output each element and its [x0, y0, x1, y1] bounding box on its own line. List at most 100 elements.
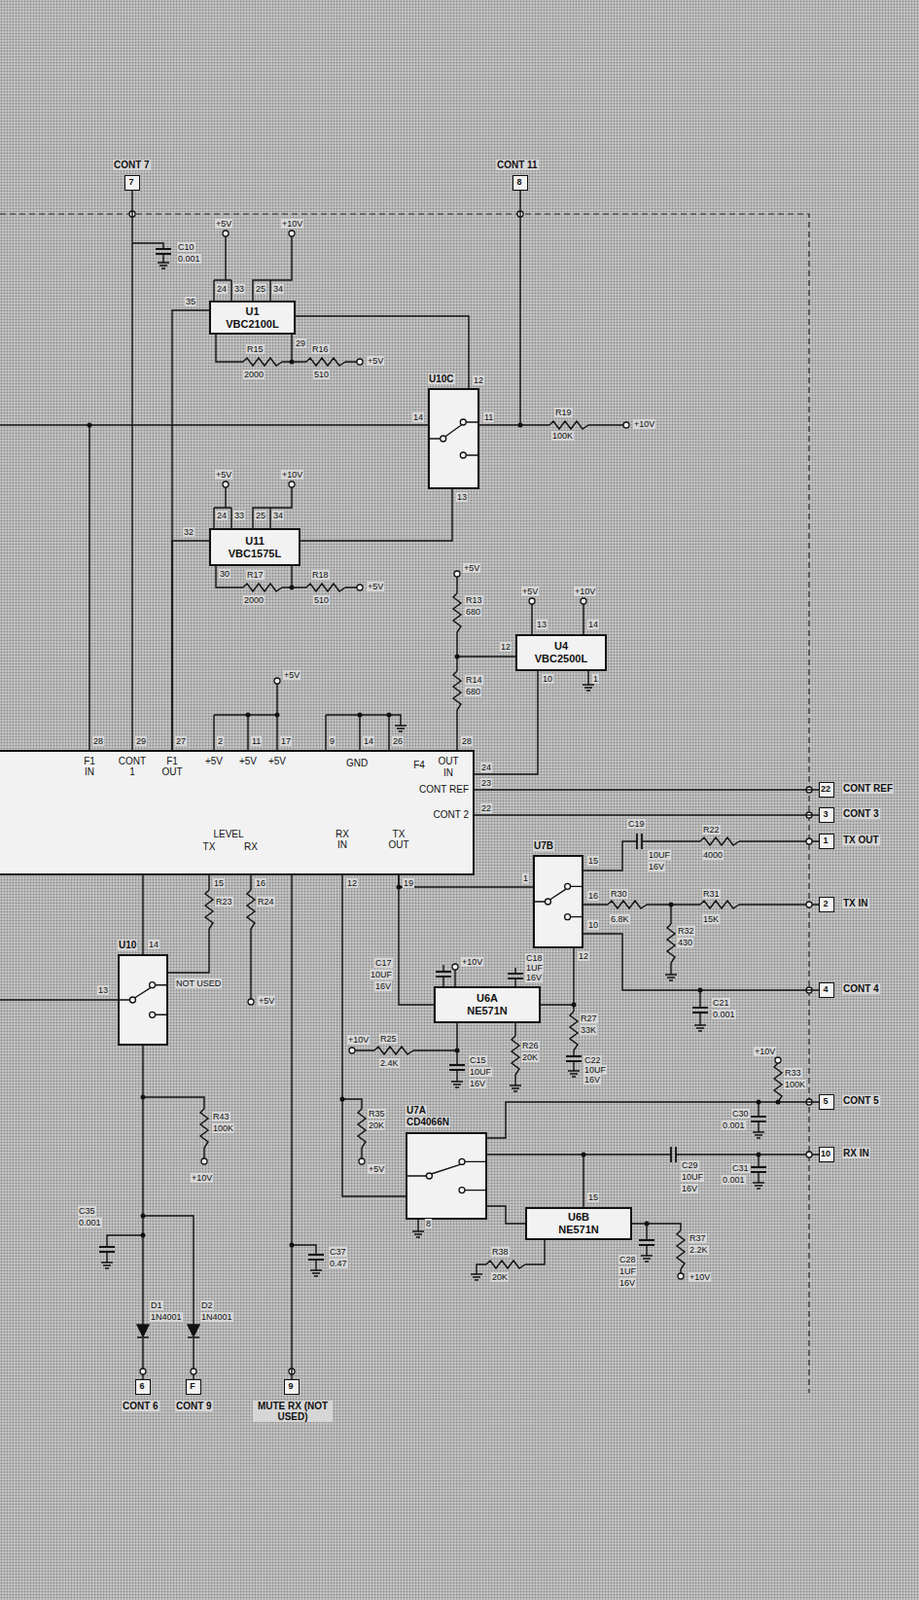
component-label: 16	[587, 890, 600, 901]
node-text: VBC1575L	[228, 547, 282, 561]
component-label: +10V	[633, 419, 656, 429]
component-label: +5V	[282, 670, 301, 680]
component-label: 100K	[212, 1123, 235, 1133]
node-text: F1 OUT	[157, 755, 187, 778]
schematic-symbol	[289, 359, 295, 365]
schematic-symbol	[157, 258, 170, 269]
switch-symbol	[119, 955, 167, 1044]
schematic-symbol	[357, 1108, 366, 1148]
schematic-symbol	[454, 570, 460, 577]
component-label: +5V	[366, 581, 385, 592]
component-label: 34	[272, 510, 284, 521]
node-text: CD4066N	[405, 1116, 451, 1128]
node-text: CONT 5	[842, 1095, 881, 1106]
component-label: 24	[215, 283, 228, 294]
component-label: 11	[250, 736, 262, 746]
schematic-symbol	[581, 1152, 587, 1158]
switch-contact	[129, 996, 136, 1003]
schematic-symbol	[274, 677, 281, 684]
schematic-symbol	[569, 1011, 578, 1051]
component-label: C30	[731, 1108, 750, 1119]
node-text: 4	[818, 982, 833, 996]
component-label: R23	[214, 896, 234, 907]
schematic-symbol	[310, 1266, 322, 1276]
schematic-symbol	[222, 230, 229, 237]
component-label: 20K	[367, 1120, 386, 1131]
component-label: 15	[587, 855, 600, 866]
component-label: +5V	[462, 563, 481, 573]
component-label: 11	[483, 412, 495, 423]
component-label: 33	[233, 283, 246, 294]
wire-connector	[398, 875, 533, 887]
switch-contact	[459, 419, 466, 425]
schematic-symbol	[288, 481, 295, 488]
node-text: TX OUT	[842, 834, 881, 846]
component-label: 12	[472, 375, 485, 386]
wire-connector	[474, 671, 538, 775]
node-text: CONT 2	[388, 809, 469, 820]
schematic-symbol	[394, 721, 407, 732]
schematic-symbol	[455, 654, 460, 660]
analog-switch: U7ACD4066N	[405, 1131, 488, 1220]
schematic-symbol	[756, 1152, 762, 1158]
schematic-symbol	[665, 970, 677, 981]
schematic-symbol	[774, 1062, 782, 1102]
component-label: R13	[464, 595, 484, 605]
node-text: CONT 7	[112, 159, 151, 171]
node-text: RX	[239, 841, 263, 852]
node-text: +5V	[265, 755, 289, 767]
connector-pin: 22CONT REF	[818, 781, 835, 798]
component-label: 34	[272, 283, 284, 294]
node-text: LEVEL	[199, 828, 258, 840]
component-label: C37	[328, 1246, 348, 1257]
schematic-symbol	[511, 1035, 520, 1075]
switch-contact	[544, 898, 551, 905]
schematic-symbol	[387, 712, 392, 718]
component-label: 6.8K	[609, 914, 631, 924]
switch-contact	[459, 1187, 465, 1194]
component-label: 1	[592, 673, 600, 684]
component-label: 12	[346, 878, 358, 888]
component-label: 17	[280, 736, 292, 746]
component-label: C10	[176, 242, 196, 252]
schematic-symbol	[750, 1116, 767, 1122]
component-label: 10UF	[583, 1064, 607, 1075]
schematic-symbol	[806, 838, 813, 845]
wire-connector	[479, 190, 521, 425]
schematic-symbol	[623, 422, 630, 428]
component-label: +10V	[281, 218, 304, 229]
schematic-symbol	[449, 1064, 465, 1070]
component-label: 13	[535, 619, 548, 630]
schematic-symbol	[140, 1368, 146, 1375]
connector-pin: 4CONT 4	[818, 982, 835, 998]
component-label: 680	[464, 686, 482, 697]
component-label: R43	[212, 1111, 231, 1122]
schematic-symbol	[567, 1066, 580, 1077]
connector-pin: FCONT 9	[185, 1378, 202, 1395]
schematic-symbol	[356, 358, 363, 365]
node-text: +5V	[236, 755, 260, 767]
node-text: U10C	[427, 373, 456, 385]
node-text: CONT 1	[117, 755, 147, 778]
node-text: U4	[554, 639, 568, 653]
switch-symbol	[429, 389, 478, 488]
schematic-symbol	[455, 1048, 460, 1054]
ic-chip: U6ANE571N	[433, 986, 541, 1024]
component-label: 29	[294, 338, 307, 349]
ic-chip: U4VBC2500L	[515, 634, 607, 672]
node-text: RX IN	[842, 1147, 871, 1159]
component-label: 19	[402, 878, 415, 888]
component-label: 16V	[680, 1183, 699, 1194]
schematic-symbol	[141, 1095, 146, 1100]
component-label: 9	[328, 736, 336, 746]
schematic-symbol	[141, 1213, 146, 1219]
component-label: 20K	[491, 1272, 509, 1282]
main-ic: F1 INCONT 1F1 OUT+5V+5V+5VGNDF4OUTINCONT…	[0, 749, 475, 876]
component-label: 28	[460, 736, 473, 746]
component-label: 15K	[702, 914, 720, 924]
switch-lever	[407, 1161, 486, 1190]
component-label: C15	[468, 1055, 488, 1065]
node-text: GND	[332, 757, 382, 769]
wire-connector	[131, 190, 133, 750]
